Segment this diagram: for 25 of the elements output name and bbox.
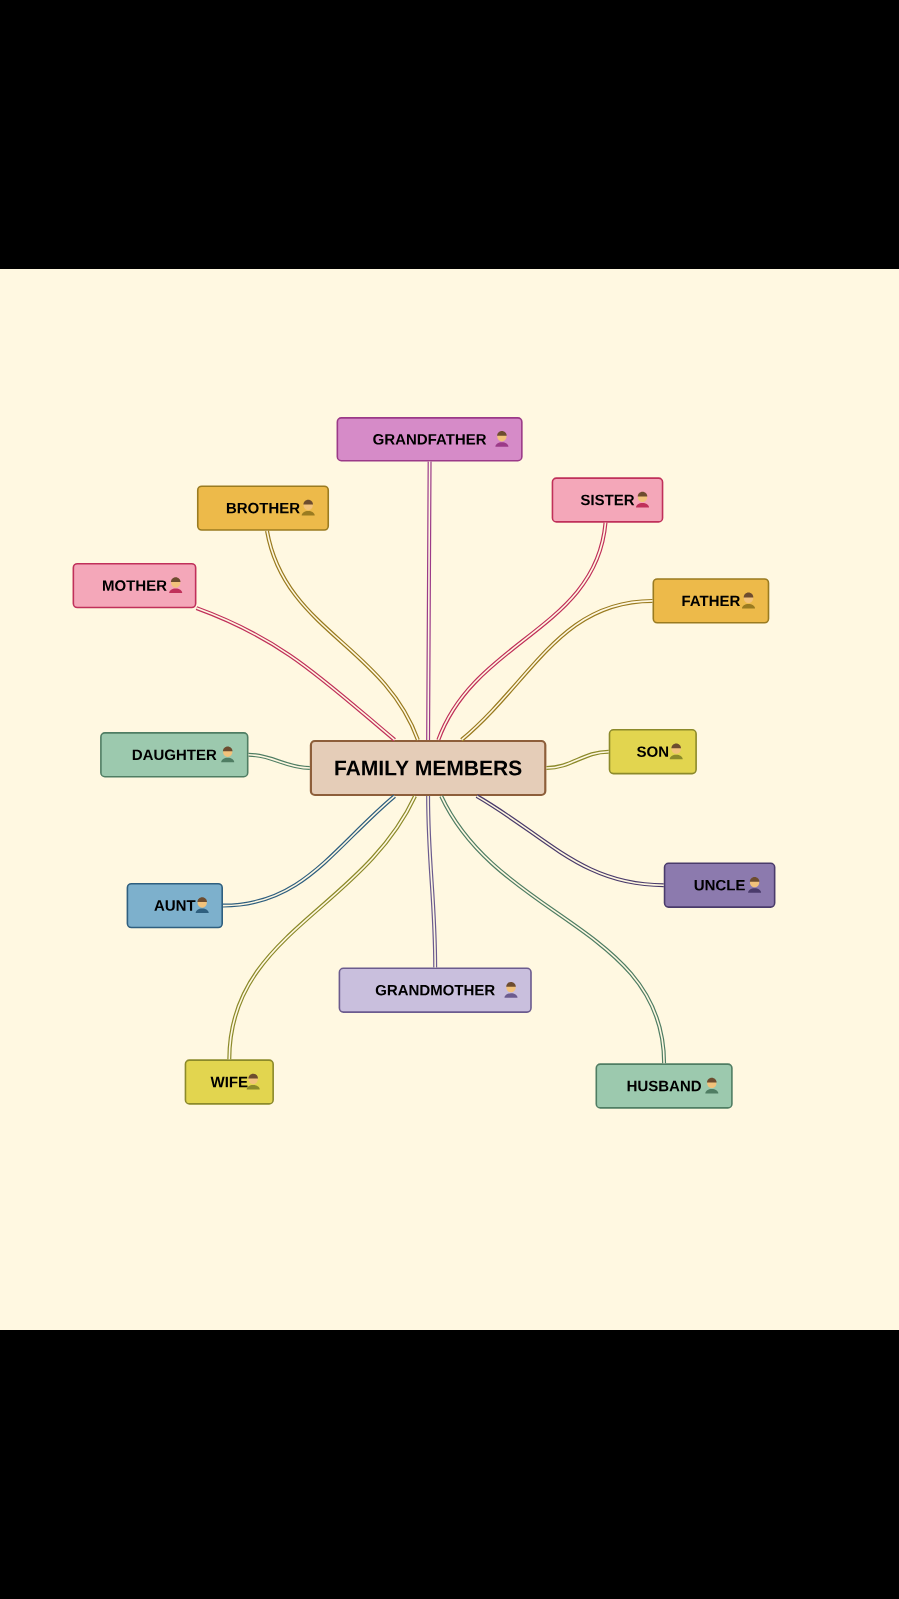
topic-box: AUNT bbox=[126, 882, 223, 929]
topic-box: FATHER bbox=[652, 578, 770, 624]
connector-line bbox=[195, 606, 396, 742]
connector-line bbox=[439, 795, 667, 1065]
topic-box: HUSBAND bbox=[595, 1063, 733, 1109]
connector-line bbox=[426, 795, 438, 969]
connector-line bbox=[460, 598, 654, 742]
connector-line bbox=[426, 460, 432, 741]
connector-line bbox=[436, 521, 608, 741]
topic-box: BROTHER bbox=[196, 485, 330, 531]
connector-line bbox=[545, 749, 610, 770]
topic-box: GRANDMOTHER bbox=[338, 967, 532, 1013]
topic-box: SON bbox=[608, 729, 697, 775]
topic-box: DAUGHTER bbox=[100, 732, 249, 778]
topic-box: WIFE bbox=[184, 1059, 274, 1105]
topic-box: GRANDFATHER bbox=[336, 417, 523, 462]
topic-box: SISTER bbox=[551, 477, 664, 523]
central-topic-box: FAMILY MEMBERS bbox=[309, 739, 547, 797]
connector-line bbox=[227, 795, 417, 1061]
topic-box: UNCLE bbox=[663, 862, 776, 908]
connector-line bbox=[475, 794, 665, 888]
connector-line bbox=[222, 794, 396, 908]
connector-line bbox=[247, 752, 311, 770]
topic-box: MOTHER bbox=[72, 562, 197, 609]
connector-line bbox=[265, 530, 420, 741]
